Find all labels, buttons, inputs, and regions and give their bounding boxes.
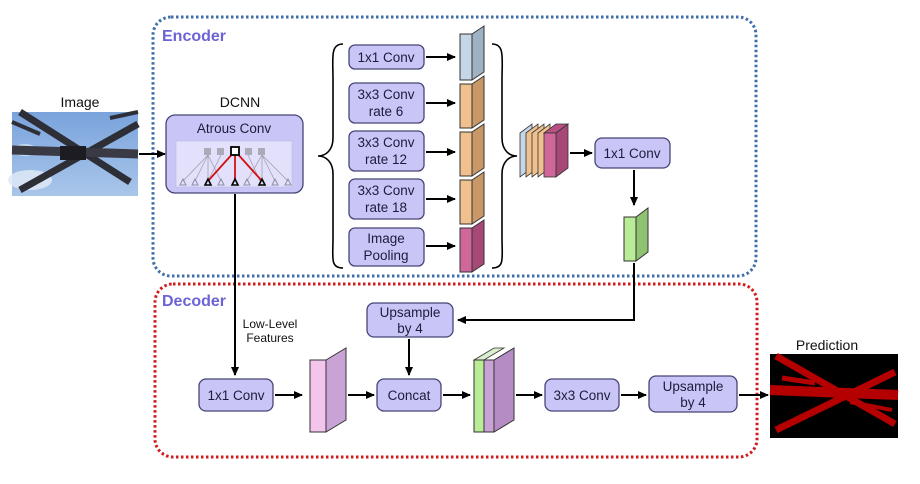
aspp-feature-pooling [459,219,485,273]
low-conv-box [198,378,274,412]
fuse-conv-box [594,137,671,169]
upsample-a-line1: Upsample [380,305,441,320]
conv3-label: 3x3 Conv [553,388,610,403]
low-level-feature [309,347,347,433]
aspp-branch-pooling-line1: Image [367,231,405,246]
prediction-image [769,352,899,438]
aspp-branch-rate6-line1: 3x3 Conv [357,87,414,102]
aspp-feature-rate12 [459,123,485,177]
conv3-box [544,378,620,412]
right-brace [491,43,518,269]
low-conv-label: 1x1 Conv [207,388,264,403]
aspp-branch-pooling-line2: Pooling [363,248,408,263]
input-image [8,109,140,196]
encoder-title: Encoder [162,28,226,45]
aspp-feature-1x1 [459,25,485,81]
upsample-b-box [648,375,738,413]
low-level-line2: Features [246,331,293,345]
aspp-branch-pooling: Image Pooling [348,227,425,267]
aspp-branch-rate12-line1: 3x3 Conv [357,135,414,150]
aspp-branch-1x1: 1x1 Conv [348,44,425,70]
aspp-branch-rate12-line2: rate 12 [365,152,407,167]
left-brace [317,43,344,269]
encoder-output-feature [623,207,649,262]
aspp-concat-stack [519,123,570,178]
decoder-frame [153,282,759,459]
decoder-title: Decoder [162,293,226,310]
aspp-branch-rate18-line1: 3x3 Conv [357,183,414,198]
fuse-conv-label: 1x1 Conv [603,146,660,161]
aspp-branch-rate18: 3x3 Conv rate 18 [348,178,425,220]
aspp-feature-rate18 [459,171,485,225]
aspp-branch-1x1-label: 1x1 Conv [357,50,414,65]
encoder-frame [151,15,758,278]
atrous-kernel-icon [175,140,293,188]
prediction-label: Prediction [796,337,858,353]
low-level-line1: Low-Level [243,317,298,331]
upsample-a-line2: by 4 [397,321,423,336]
concat-label: Concat [388,388,431,403]
upsample-b-line2: by 4 [680,395,706,410]
aspp-branch-rate12: 3x3 Conv rate 12 [348,130,425,172]
aspp-feature-rate6 [459,75,485,129]
atrous-conv-label: Atrous Conv [197,121,272,136]
input-image-label: Image [61,94,100,110]
aspp-branch-rate6-line2: rate 6 [369,104,404,119]
concat-feature [472,347,515,433]
upsample-b-line1: Upsample [663,379,724,394]
aspp-branch-rate18-line2: rate 18 [365,200,407,215]
concat-box [376,378,442,412]
dcnn-label: DCNN [220,94,260,110]
aspp-branch-rate6: 3x3 Conv rate 6 [348,82,425,124]
upsample-a-box [366,302,454,338]
